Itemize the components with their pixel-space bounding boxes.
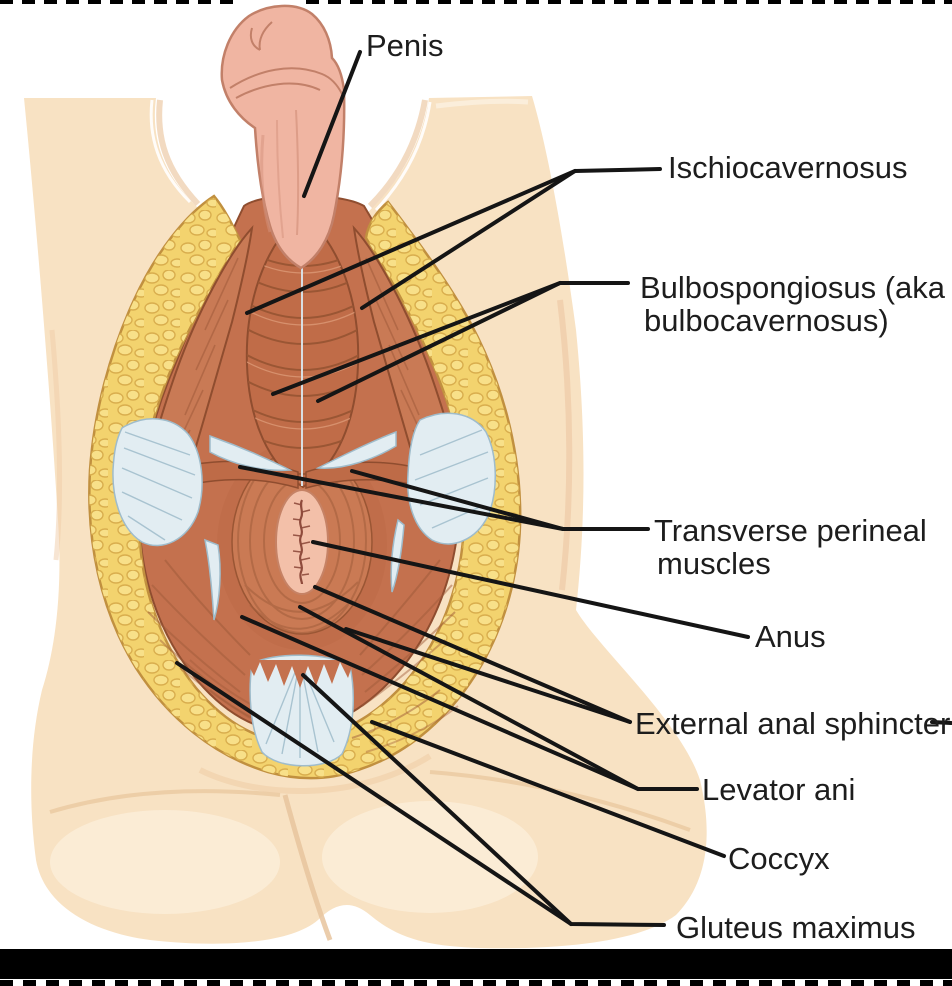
label-transverse-perineal-line2: muscles: [657, 546, 771, 581]
penis-shaft: [220, 4, 346, 270]
muscle-fringe: [246, 660, 354, 688]
right-fascia-wedge: [315, 430, 397, 469]
leader-bulbospongiosus-2: [316, 281, 562, 403]
bottom-black-bar: [0, 949, 952, 979]
label-anus: Anus: [755, 619, 826, 654]
leader-external-anal-sphincter-2: [344, 627, 632, 724]
right-buttock-highlight: [322, 801, 538, 913]
label-penis: Penis: [366, 28, 444, 63]
label-bulbospongiosus-line2: bulbocavernosus): [644, 303, 889, 338]
label-ischiocavernosus: Ischiocavernosus: [668, 150, 908, 185]
leader-ischiocavernosus-2: [360, 169, 577, 310]
left-fascia-tail: [203, 538, 221, 621]
figure-labels: Penis Ischiocavernosus Bulbospongiosus (…: [366, 28, 950, 945]
anococcygeal-fascia: [249, 654, 354, 767]
label-levator-ani: Levator ani: [702, 772, 855, 807]
ischioanal-fat-ring: [88, 194, 522, 780]
left-fascia-patch: [112, 418, 203, 547]
fascia-patches: [112, 412, 496, 767]
left-fascia-wedge: [209, 434, 293, 472]
leader-lines: [175, 50, 952, 927]
label-bulbospongiosus-line1: Bulbospongiosus (aka: [640, 270, 946, 305]
leader-transverse-perineal-2: [350, 469, 565, 531]
leader-penis: [302, 50, 362, 198]
right-fascia-tail: [390, 518, 405, 593]
anal-crinkle: [299, 499, 304, 585]
leader-external-anal-sphincter-dash: [930, 720, 952, 725]
label-external-anal-sphincter: External anal sphincter: [635, 706, 950, 741]
leader-external-anal-sphincter-1: [313, 585, 632, 724]
label-gluteus-maximus: Gluteus maximus: [676, 910, 915, 945]
right-fascia-patch: [406, 412, 496, 545]
anus-opening: [275, 489, 329, 595]
corona-ridge: [229, 67, 343, 95]
leader-levator-ani-2: [298, 605, 640, 791]
label-coccyx: Coccyx: [728, 841, 830, 876]
left-buttock-highlight: [50, 810, 280, 914]
glans-crease: [249, 27, 261, 51]
leader-gluteus-maximus-2: [301, 673, 573, 926]
leader-anus: [311, 540, 750, 639]
leader-coccyx: [370, 720, 726, 858]
label-transverse-perineal-line1: Transverse perineal: [654, 513, 927, 548]
